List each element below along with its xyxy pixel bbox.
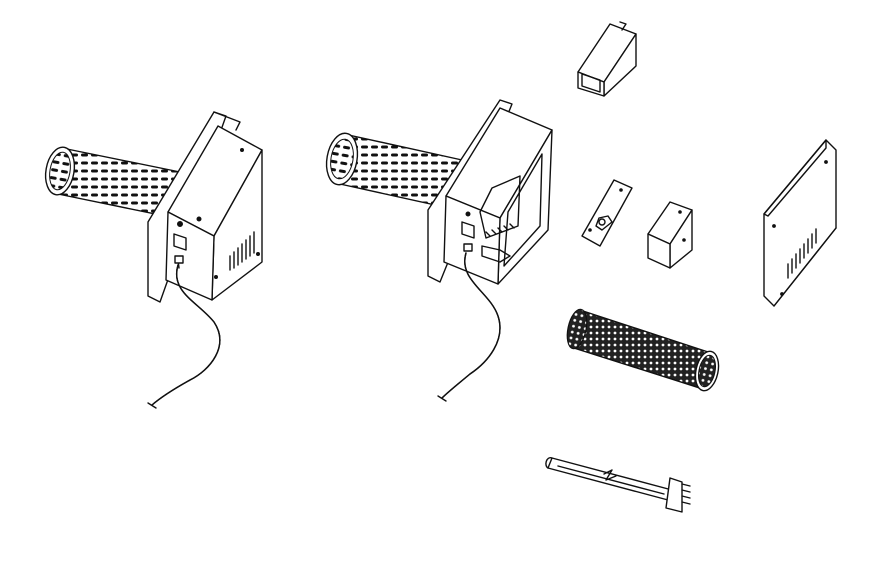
housing-box bbox=[165, 125, 263, 301]
power-switch bbox=[173, 221, 187, 251]
uv-lamp bbox=[545, 457, 691, 513]
assembled-unit bbox=[44, 111, 263, 409]
power-cord bbox=[437, 243, 501, 402]
power-cord bbox=[147, 255, 221, 409]
honeycomb-filter-sleeve bbox=[566, 308, 720, 392]
ballast-box bbox=[577, 21, 637, 97]
open-housing bbox=[443, 107, 553, 285]
front-cover-panel bbox=[763, 139, 837, 307]
vent-slots bbox=[229, 231, 255, 271]
lamp-mount-plate bbox=[581, 179, 633, 247]
power-switch bbox=[461, 221, 475, 239]
vent-slots bbox=[787, 228, 817, 279]
lamp-socket-bracket bbox=[647, 201, 693, 269]
perforated-tube bbox=[44, 146, 181, 219]
open-unit bbox=[325, 99, 553, 402]
